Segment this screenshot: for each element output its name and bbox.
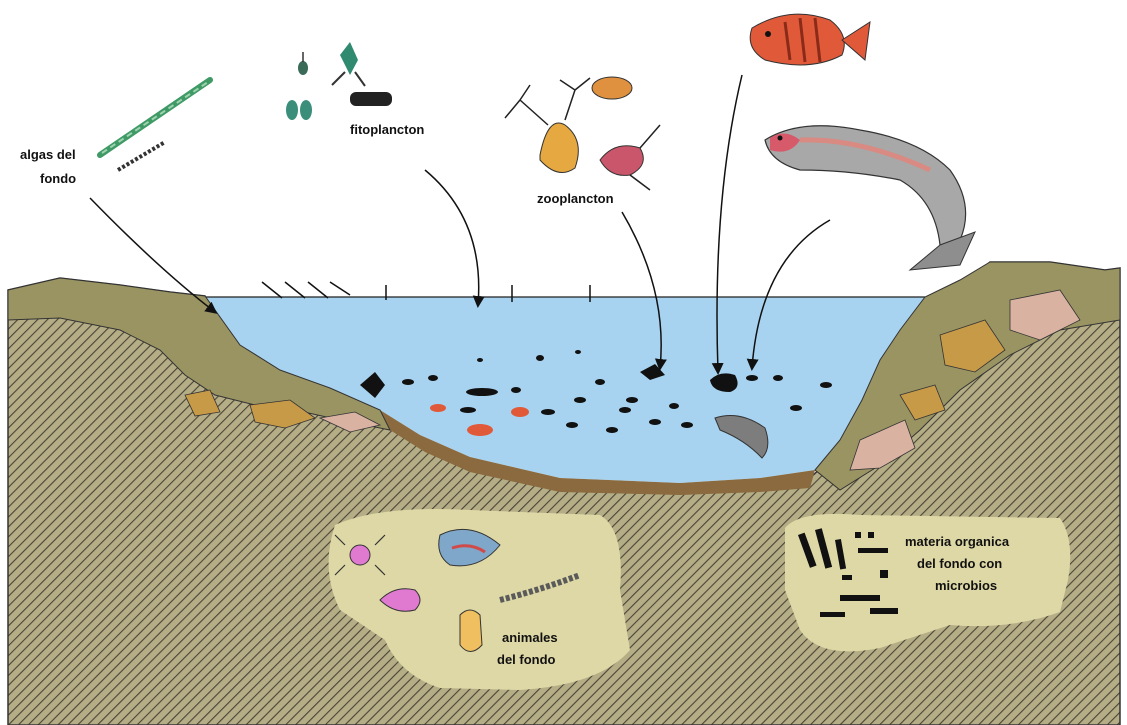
bottom-algae-icon	[100, 80, 210, 170]
animales-label-line1: animales	[502, 630, 558, 645]
fitoplancton-label: fitoplancton	[350, 122, 424, 137]
zooplancton-label: zooplancton	[537, 191, 614, 206]
zooplankton-icon	[505, 77, 660, 190]
redfish-icon	[750, 14, 870, 65]
materia-label-line3: microbios	[935, 578, 997, 593]
materia-label-line1: materia organica	[905, 534, 1010, 549]
algas-label-line1: algas del	[20, 147, 76, 162]
materia-label-line2: del fondo con	[917, 556, 1002, 571]
phytoplankton-icon	[286, 42, 392, 120]
animales-label-line2: del fondo	[497, 652, 556, 667]
algas-label-line2: fondo	[40, 171, 76, 186]
trout-icon	[765, 126, 975, 270]
